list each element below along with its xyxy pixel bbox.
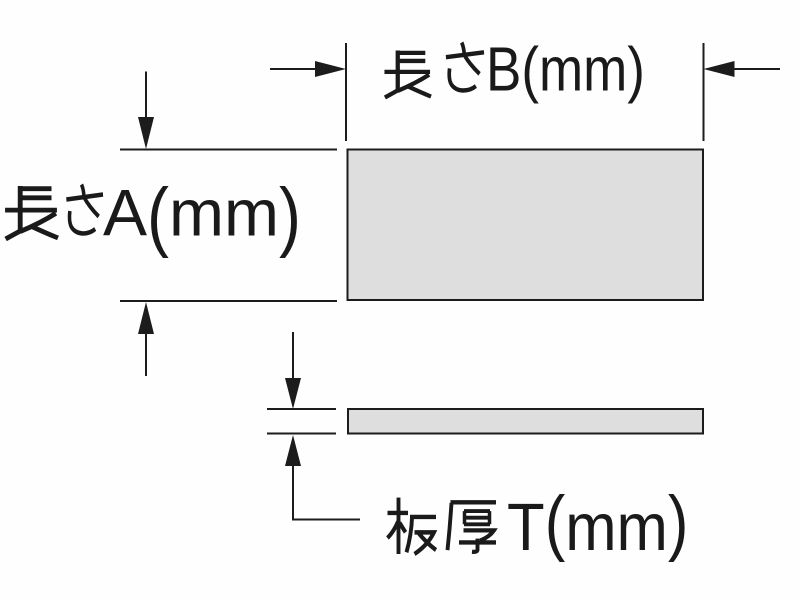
svg-text:(: ( [147,173,169,259]
svg-text:A: A [103,176,147,250]
svg-text:): ) [668,482,689,563]
svg-text:T: T [507,490,545,565]
svg-text:(: ( [545,482,566,563]
svg-text:): ) [279,173,301,259]
svg-text:mm: mm [169,176,279,250]
svg-text:mm: mm [565,490,668,565]
svg-text:B(mm): B(mm) [486,36,645,105]
